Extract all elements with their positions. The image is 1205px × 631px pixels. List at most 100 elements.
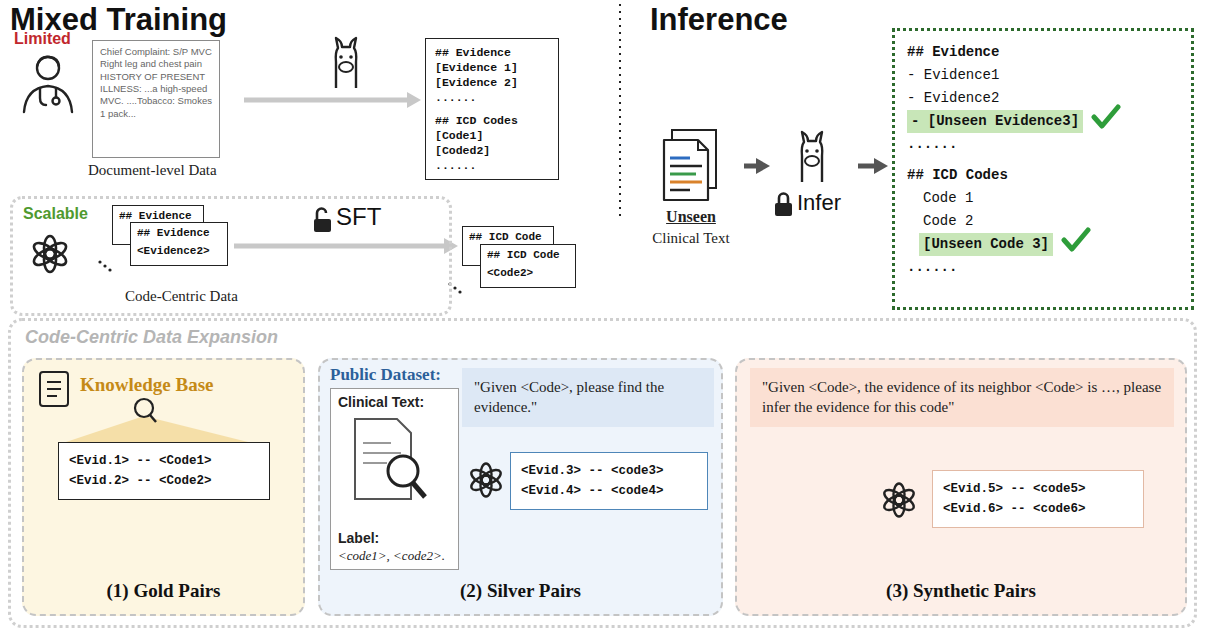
node-text: <Evid.6> -- <code6> — [943, 499, 1133, 519]
connector-arrow-part — [234, 244, 446, 249]
step-label: SFT — [336, 203, 381, 231]
node-text: ## Evidence — [137, 226, 221, 241]
code-centric-region: ScalableCode-Centric Data## Evidence## E… — [10, 196, 452, 316]
llama-icon — [790, 130, 836, 186]
connector-arrow-part — [858, 164, 876, 169]
llama-icon — [336, 38, 357, 88]
node-text: (1) Gold Pairs — [24, 580, 303, 602]
knowledge-illustration-part-part — [47, 381, 61, 383]
connector-arrow-part — [407, 92, 421, 108]
connector-arrow — [244, 92, 421, 108]
document-stack-icon-part — [670, 181, 702, 184]
openai-logo-part — [882, 484, 916, 517]
node-text: <Evidence2> — [137, 244, 221, 259]
open-lock-icon — [314, 209, 331, 233]
node-text: ## Evidence — [119, 209, 197, 224]
more-dots-part — [98, 260, 101, 263]
connector-arrow — [744, 158, 770, 174]
node-text: ## ICD Codes — [435, 113, 549, 128]
node-text: <Evid.3> -- <code3> — [521, 461, 697, 481]
node-text: Code-Centric Data — [125, 288, 238, 305]
prompt-box: "Given <Code>, the evidence of its neigh… — [750, 368, 1174, 427]
llama-icon-part — [349, 55, 353, 59]
node-text: Clinical Text — [642, 230, 740, 247]
doctor-icon-part — [37, 57, 59, 66]
pair-box: <Evid.5> -- <code5><Evid.6> -- <code6> — [932, 470, 1144, 528]
document-stack-icon-part — [670, 173, 696, 176]
node-text: <Evid.1> -- <Code1> — [69, 451, 259, 471]
document-stack-icon-part — [670, 157, 690, 160]
openai-logo-part — [469, 464, 503, 497]
llama-icon-part — [339, 55, 343, 59]
llama-icon-part — [339, 62, 353, 72]
clinical-doc-icon-part — [363, 452, 401, 454]
more-dots-part — [108, 268, 111, 271]
expansion-band: Code-Centric Data Expansion Knowledge Ba… — [8, 318, 1197, 628]
node-text: <code1>, <code2>. — [338, 548, 451, 564]
openai-logo-part-part — [469, 467, 494, 488]
connector-arrow-part — [744, 164, 758, 169]
knowledge-illustration-part — [60, 416, 256, 444]
clinical-doc-icon-part — [413, 483, 425, 497]
llama-icon-part — [336, 38, 357, 88]
document-stack-icon-part — [670, 165, 702, 168]
connector-arrow — [858, 158, 888, 174]
node-text: - Evidence1 — [907, 64, 1179, 87]
more-dots-part — [458, 290, 461, 293]
openai-logo — [31, 236, 68, 272]
node-text: ...... — [435, 90, 549, 105]
doctor-icon-part — [55, 88, 57, 97]
card-outline: Chief Complaint: S/P MVC Right leg and c… — [92, 40, 220, 158]
node-text: - Evidence2 — [907, 87, 1179, 110]
card-outline: ## Evidence <Evidence2> — [130, 222, 228, 266]
knowledge-illustration-part — [150, 415, 156, 422]
label-holder: Limited — [14, 30, 71, 48]
node-text: ...... — [435, 158, 549, 173]
document-stack-icon-part — [698, 140, 708, 150]
node-text: ## Evidence — [435, 45, 549, 60]
connector-arrow-part — [756, 158, 770, 174]
node-text: [Code1] — [435, 128, 549, 143]
connector-arrow-part — [874, 158, 888, 174]
node-text: [Unseen Code 3] — [919, 233, 1053, 256]
open-lock-icon-part — [317, 209, 326, 220]
knowledge-illustration-part-part — [40, 372, 68, 406]
lock-icon — [774, 192, 794, 218]
node-text: (2) Silver Pairs — [320, 580, 721, 602]
node-text: Code 2 — [923, 210, 1179, 233]
connector-arrow — [234, 238, 458, 254]
node-text: Scalable — [23, 205, 88, 223]
check-mark-part — [1094, 107, 1118, 126]
document-stack-icon — [660, 128, 724, 204]
pair-box: <Evid.1> -- <Code1><Evid.2> -- <Code2> — [58, 442, 270, 500]
pair-box: <Evid.3> -- <code3><Evid.4> -- <code4> — [510, 452, 708, 510]
llama-icon-part — [805, 149, 809, 153]
node-text: [Coded2] — [435, 143, 549, 158]
node-text: Document-level Data — [88, 161, 240, 179]
node-text: Unseen — [642, 208, 740, 226]
node-text: ## ICD Codes — [907, 164, 1179, 187]
node-text: Public Dataset: — [330, 365, 441, 385]
knowledge-illustration-part-part — [47, 395, 57, 397]
node-text: Clinical Text: — [338, 394, 451, 410]
infer-model-node: Infer — [774, 130, 854, 230]
connector-arrow-part — [244, 98, 409, 103]
doctor-icon-part — [53, 98, 60, 105]
node-text: ...... — [907, 133, 1179, 156]
label-holder: SFT — [336, 203, 381, 231]
clinical-doc-icon-part — [363, 462, 387, 464]
open-lock-icon-part — [314, 219, 331, 232]
knowledge-illustration — [24, 360, 304, 450]
knowledge-illustration-part-part — [47, 388, 61, 390]
node-text: ## Evidence — [907, 41, 1179, 64]
node-text: ## ICD Code — [469, 230, 547, 245]
more-dots-part — [103, 264, 106, 267]
document-box: Chief Complaint: S/P MVC Right leg and c… — [88, 40, 240, 179]
node-text: "Given <Code>, the evidence of its neigh… — [762, 377, 1162, 418]
gold-pairs-panel: Knowledge Base(1) Gold Pairs<Evid.1> -- … — [22, 358, 305, 616]
doctor-icon-part — [24, 86, 72, 112]
lock-icon-part — [779, 194, 788, 204]
node-text: Infer — [797, 190, 854, 216]
node-text: Code-Centric Data Expansion — [25, 327, 1194, 348]
